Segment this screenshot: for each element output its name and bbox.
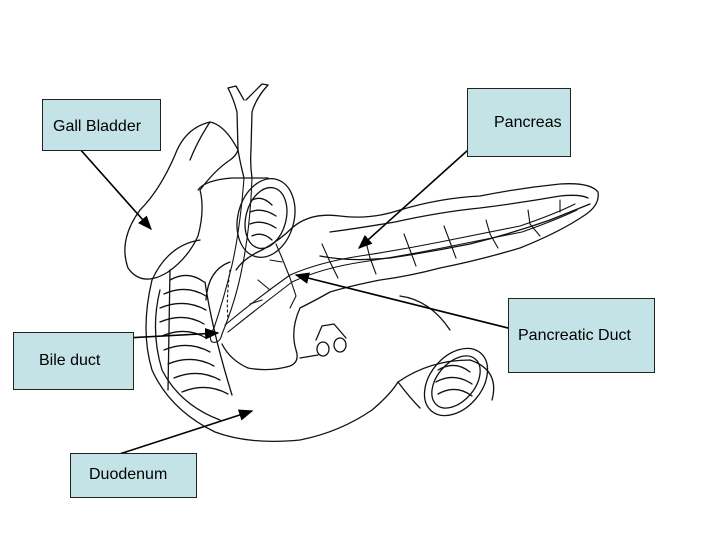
label-gall-bladder-text: Gall Bladder xyxy=(53,118,142,135)
label-pancreas: Pancreas xyxy=(467,88,571,157)
duodenum-leader-arrow xyxy=(97,409,254,462)
label-pancreatic-duct-text: Pancreatic Duct xyxy=(518,327,631,344)
label-bile-duct-text: Bile duct xyxy=(39,352,101,369)
label-duodenum-text: Duodenum xyxy=(89,466,168,483)
pancreas-drawing xyxy=(221,183,599,371)
label-duodenum: Duodenum xyxy=(70,453,197,498)
pancreatic-duct-drawing xyxy=(224,199,578,333)
label-bile-duct: Bile duct xyxy=(13,332,134,390)
pancreas-leader-arrow xyxy=(357,149,469,249)
hepatic-duct-drawing xyxy=(227,83,269,179)
label-pancreas-text: Pancreas xyxy=(494,114,562,131)
pancreatic-duct-leader-arrow xyxy=(294,272,517,331)
label-gall-bladder: Gall Bladder xyxy=(42,99,161,151)
gall-bladder-drawing xyxy=(124,121,239,280)
label-pancreatic-duct: Pancreatic Duct xyxy=(508,298,655,373)
duodenum-upper-tube-drawing xyxy=(197,177,296,258)
gall-bladder-leader-arrow xyxy=(70,138,152,231)
duodenum-drawing xyxy=(145,239,495,443)
